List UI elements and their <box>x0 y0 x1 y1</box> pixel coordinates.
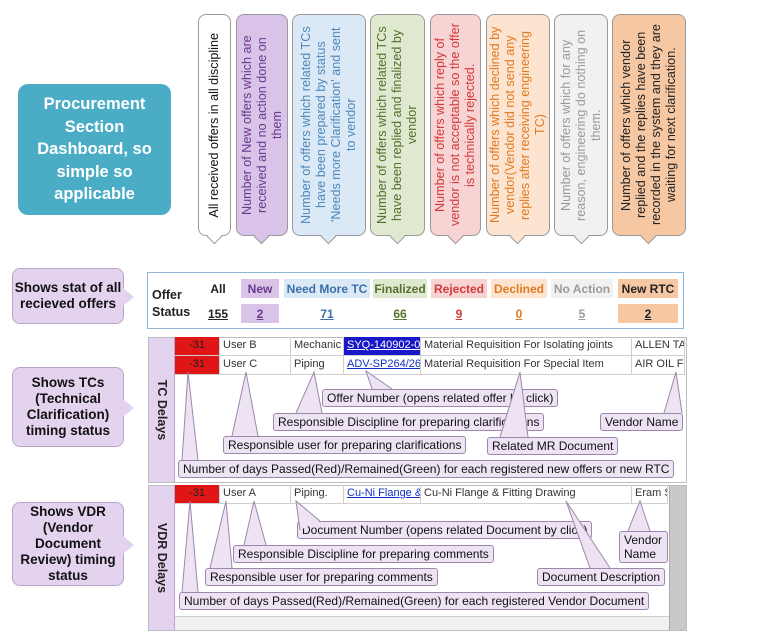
discipline-cell: Piping <box>291 356 344 375</box>
status-value-all[interactable]: 155 <box>207 306 229 321</box>
callout-finalized: Number of offers which related TCs have … <box>370 14 425 236</box>
vendor-cell: Eram S <box>632 485 668 504</box>
days-cell: -31 <box>175 337 220 356</box>
status-value-no-action[interactable]: 5 <box>551 304 613 323</box>
dashboard-title: Procurement Section Dashboard, so simple… <box>18 84 171 215</box>
status-value-need-more-tc[interactable]: 71 <box>284 304 370 323</box>
days-cell: -31 <box>175 356 220 375</box>
annotation-mr-document: Related MR Document <box>487 437 619 455</box>
annotation-tc-days: Number of days Passed(Red)/Remained(Gree… <box>178 460 675 478</box>
offer-number-link[interactable]: SYQ-140902-0 <box>344 337 421 356</box>
annotation-tc-vendor: Vendor Name <box>600 413 684 431</box>
status-header-new-rtc: New RTC <box>618 279 678 298</box>
callout-vdr-timing-text: Shows VDR (Vendor Document Review) timin… <box>20 504 116 583</box>
horizontal-scrollbar[interactable] <box>175 616 669 630</box>
annotation-vdr-days: Number of days Passed(Red)/Remained(Gree… <box>179 592 650 610</box>
callout-no-action: Number of offers which for any reason, e… <box>554 14 608 236</box>
status-header-all: All <box>210 281 226 296</box>
annotation-document-number: Document Number (opens related Document … <box>297 521 593 539</box>
annotation-vdr-vendor: Vendor Name <box>619 531 668 563</box>
mr-document-cell: Material Requisition For Isolating joint… <box>421 337 632 356</box>
offer-number-link[interactable]: ADV-SP264/26 <box>344 356 421 375</box>
discipline-cell: Mechanic <box>291 337 344 356</box>
status-header-new: New <box>241 279 279 298</box>
callout-all: All received offers in all discipline <box>198 14 231 236</box>
user-cell: User A <box>220 485 291 504</box>
callout-declined: Number of offers which declined by vendo… <box>486 14 550 236</box>
annotation-tc-discipline: Responsible Discipline for preparing cla… <box>273 413 545 431</box>
vendor-cell: AIR OIL FI <box>632 356 685 375</box>
status-value-declined[interactable]: 0 <box>491 304 547 323</box>
status-value-new-rtc[interactable]: 2 <box>618 304 678 323</box>
status-header-declined: Declined <box>491 279 547 298</box>
mr-document-cell: Material Requisition For Special Item <box>421 356 632 375</box>
callout-tc-timing-text: Shows TCs (Technical Clarification) timi… <box>25 375 110 438</box>
status-header-no-action: No Action <box>551 279 613 298</box>
vdr-delays-side-label: VDR Delays <box>149 486 175 630</box>
callout-new-rtc: Number of offers which vendor replied an… <box>612 14 686 236</box>
callout-offer-stats-text: Shows stat of all recieved offers <box>14 280 122 311</box>
document-number-link[interactable]: Cu-Ni Flange & <box>344 485 421 504</box>
callout-offer-stats: Shows stat of all recieved offers <box>12 268 134 324</box>
user-cell: User B <box>220 337 291 356</box>
table-row[interactable]: -31 User B Mechanic SYQ-140902-0 Materia… <box>175 337 685 356</box>
status-header-need-more-tc: Need More TC <box>284 279 370 298</box>
status-value-new[interactable]: 2 <box>241 304 279 323</box>
status-header-finalized: Finalized <box>373 279 427 298</box>
tc-delays-side-label: TC Delays <box>149 338 175 482</box>
callout-need-more-tc: Number of offers which related TCs have … <box>292 14 366 236</box>
user-cell: User C <box>220 356 291 375</box>
annotation-vdr-discipline: Responsible Discipline for preparing com… <box>233 545 494 563</box>
annotation-offer-number: Offer Number (opens related offer by cli… <box>322 389 559 407</box>
annotation-vdr-user: Responsible user for preparing comments <box>205 568 438 586</box>
offer-status-panel: Offer Status All 155 New 2 Need More TC … <box>147 272 684 329</box>
annotation-tc-user: Responsible user for preparing clarifica… <box>223 436 467 454</box>
table-row[interactable]: -31 User A Piping. Cu-Ni Flange & Cu-Ni … <box>175 485 668 504</box>
offer-status-label: Offer Status <box>152 288 191 319</box>
callout-vdr-timing: Shows VDR (Vendor Document Review) timin… <box>12 502 134 586</box>
callout-rejected: Number of offers which reply of vendor i… <box>430 14 481 236</box>
table-row[interactable]: -31 User C Piping ADV-SP264/26 Material … <box>175 356 685 375</box>
callout-tc-timing: Shows TCs (Technical Clarification) timi… <box>12 367 134 447</box>
vendor-cell: ALLEN TA <box>632 337 685 356</box>
document-description-cell: Cu-Ni Flange & Fitting Drawing <box>421 485 632 504</box>
days-cell: -31 <box>175 485 220 504</box>
scrollbar[interactable] <box>669 486 686 630</box>
status-value-finalized[interactable]: 66 <box>373 304 427 323</box>
annotation-document-description: Document Description <box>537 568 666 586</box>
discipline-cell: Piping. <box>291 485 344 504</box>
status-header-rejected: Rejected <box>431 279 487 298</box>
status-value-rejected[interactable]: 9 <box>431 304 487 323</box>
callout-new: Number of New offers which are received … <box>236 14 288 236</box>
